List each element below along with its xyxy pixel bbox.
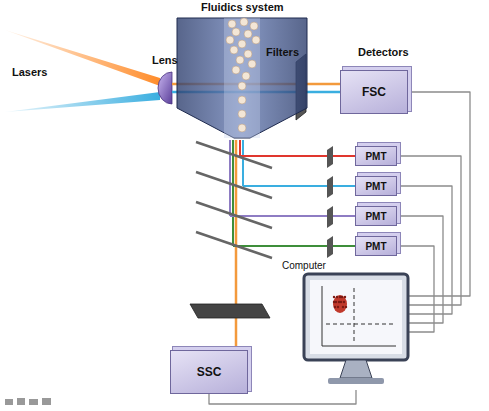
cell-particle bbox=[238, 40, 246, 48]
event-dot bbox=[333, 301, 335, 303]
monitor-frame bbox=[304, 274, 408, 360]
component-label: Lasers bbox=[12, 66, 47, 78]
detector-box: FSC bbox=[340, 70, 408, 114]
cell-particle bbox=[244, 30, 252, 38]
cell-particle bbox=[232, 28, 240, 36]
cell-particle bbox=[228, 20, 236, 28]
gate-line bbox=[354, 288, 355, 344]
detector-box: PMT bbox=[355, 146, 397, 166]
event-dot bbox=[336, 296, 338, 298]
flow-cell-body bbox=[177, 18, 307, 138]
event-dot bbox=[333, 296, 335, 298]
component-label: Detectors bbox=[358, 46, 409, 58]
cell-particle bbox=[250, 22, 258, 30]
monitor-stand bbox=[340, 360, 372, 378]
computer-monitor: Computer bbox=[282, 262, 412, 390]
detector-label: PMT bbox=[365, 241, 386, 252]
event-dot bbox=[344, 296, 346, 298]
event-dot bbox=[338, 301, 340, 303]
cell-particle bbox=[236, 56, 244, 64]
monitor-base bbox=[328, 378, 384, 384]
component-title: Fluidics system bbox=[201, 1, 284, 13]
plot-axis bbox=[322, 346, 396, 347]
cell-particle bbox=[230, 46, 238, 54]
event-dot bbox=[334, 306, 336, 308]
cell-particle bbox=[238, 82, 246, 90]
cell-particle bbox=[244, 50, 252, 58]
cell-particle bbox=[232, 66, 240, 74]
cell-particle bbox=[248, 60, 256, 68]
detector-label: PMT bbox=[365, 211, 386, 222]
event-dot bbox=[339, 296, 341, 298]
cell-particle bbox=[242, 72, 250, 80]
detector-label: PMT bbox=[365, 181, 386, 192]
cell-particle bbox=[238, 96, 246, 104]
detector-label: FSC bbox=[362, 85, 386, 99]
cell-particle bbox=[238, 110, 246, 118]
detector-box: PMT bbox=[355, 176, 397, 196]
monitor-shape bbox=[282, 262, 412, 390]
component-label: Lens bbox=[152, 54, 178, 66]
cell-particle bbox=[226, 36, 234, 44]
plot-axis bbox=[322, 286, 323, 346]
monitor-screen bbox=[310, 280, 402, 354]
detector-label: PMT bbox=[365, 151, 386, 162]
component-title: Computer bbox=[282, 260, 326, 271]
cell-particle bbox=[238, 124, 246, 132]
gate-line bbox=[326, 324, 394, 325]
cell-particle bbox=[252, 36, 260, 44]
detector-box: PMT bbox=[355, 236, 397, 256]
detector-label: SSC bbox=[197, 365, 222, 379]
event-dot bbox=[337, 306, 339, 308]
detector-box: SSC bbox=[170, 350, 248, 394]
cell-population bbox=[333, 295, 347, 313]
detector-box: PMT bbox=[355, 206, 397, 226]
sample-stream bbox=[224, 18, 260, 138]
event-dot bbox=[343, 301, 345, 303]
component-label: Filters bbox=[266, 46, 299, 58]
event-dot bbox=[345, 306, 347, 308]
flow-cell-shape bbox=[172, 0, 312, 142]
event-dot bbox=[342, 306, 344, 308]
cell-particle bbox=[240, 18, 248, 26]
flow-cell: Fluidics system bbox=[172, 0, 312, 142]
